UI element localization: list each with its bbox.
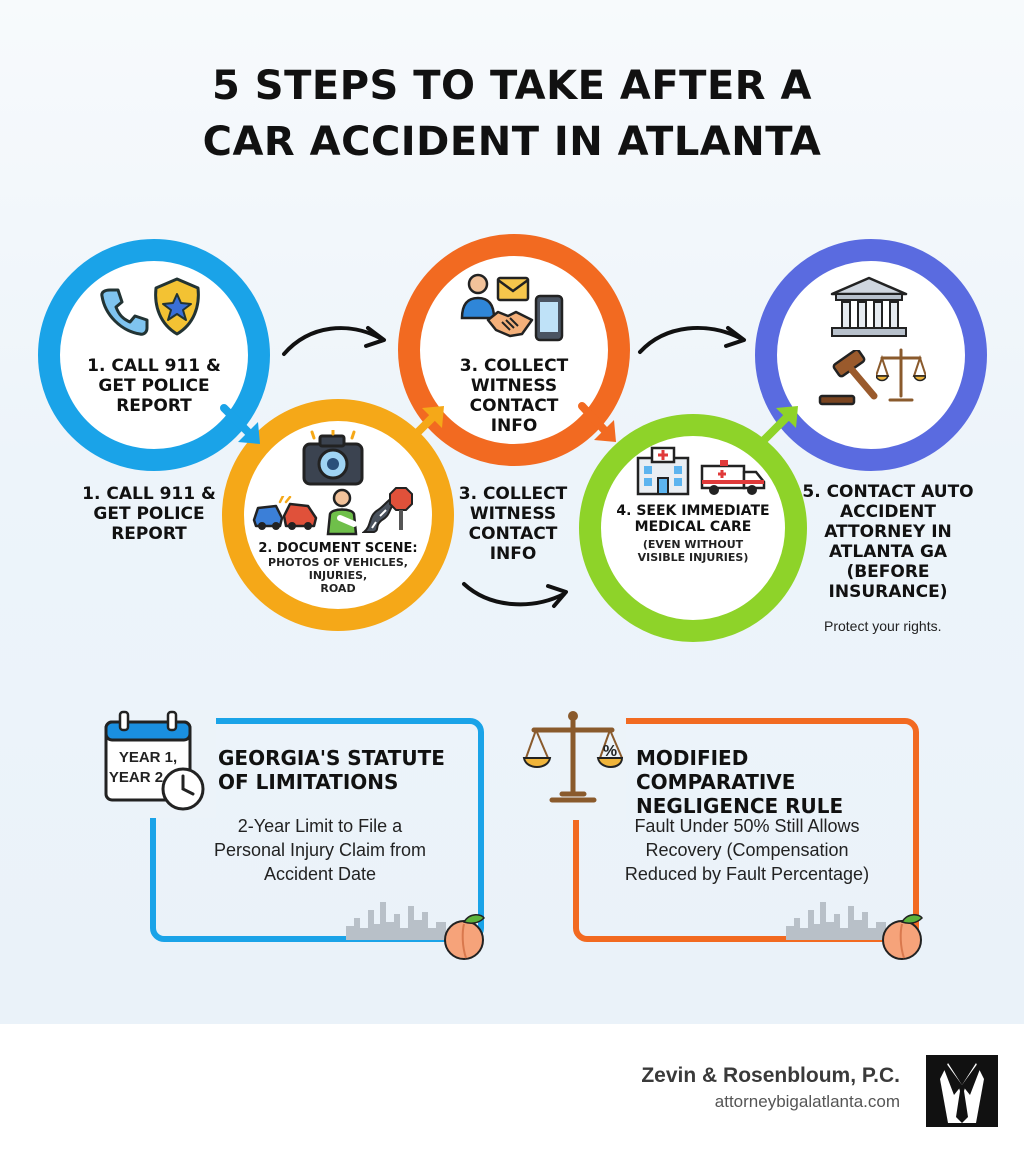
step-1-ring-line-3: REPORT — [116, 396, 192, 416]
skyline-icon — [346, 902, 446, 940]
step-1-side-label: 1. CALL 911 & GET POLICE REPORT — [76, 484, 222, 544]
person-icon — [460, 273, 496, 320]
courthouse-icon — [830, 276, 908, 337]
statute-body-line-3: Accident Date — [263, 864, 377, 884]
statute-card-body: 2-Year Limit to File a Personal Injury C… — [170, 814, 470, 886]
peach-icon-2 — [882, 914, 923, 960]
step-5-side-line-5: (BEFORE — [846, 562, 930, 582]
camera-icon — [302, 430, 364, 486]
step-5-side-label: 5. CONTACT AUTO ACCIDENT ATTORNEY IN ATL… — [800, 482, 976, 602]
step-2-ring-label: 2. DOCUMENT SCENE: — [258, 541, 418, 556]
step-1-ring-label: 1. CALL 911 & GET POLICE REPORT — [80, 356, 228, 416]
step-5-side-line-4: ATLANTA GA — [828, 542, 948, 562]
negligence-title-line-1: MODIFIED COMPARATIVE — [636, 746, 796, 794]
statute-card — [150, 718, 484, 942]
arrow-step2-to-step3 — [406, 406, 444, 444]
peach-icon — [444, 914, 485, 960]
step-3-side-line-4: INFO — [489, 544, 537, 564]
arrow-step4-to-step5 — [760, 406, 798, 444]
smartphone-icon — [534, 294, 564, 342]
title-line-2: CAR ACCIDENT IN ATLANTA — [202, 119, 822, 165]
suit-tie-logo-icon — [940, 1063, 984, 1123]
car-crash-icon — [252, 496, 318, 530]
step-2-ring-sub: PHOTOS OF VEHICLES, INJURIES, ROAD — [252, 556, 424, 595]
arrow-step3-to-step4 — [462, 582, 568, 608]
phone-icon — [100, 288, 149, 336]
step-2-sub-line-2: INJURIES, — [308, 569, 368, 582]
negligence-body-line-1: Fault Under 50% Still Allows — [634, 816, 860, 836]
negligence-card-title: MODIFIED COMPARATIVE NEGLIGENCE RULE — [636, 746, 912, 818]
step-3-ring — [398, 234, 630, 466]
step-3-side-line-2: WITNESS — [469, 504, 557, 524]
step-4-ring-line-2: MEDICAL CARE — [634, 519, 752, 535]
statute-title-line-1: GEORGIA'S STATUTE — [218, 746, 445, 770]
calendar-text-1: YEAR 1, — [119, 749, 177, 766]
negligence-card-body: Fault Under 50% Still Allows Recovery (C… — [590, 814, 904, 886]
footer — [0, 1024, 1024, 1154]
step-3-ring-line-4: INFO — [490, 416, 538, 436]
scales-percent-icon: % — [522, 711, 624, 803]
step-1-side-line-3: REPORT — [111, 524, 187, 544]
ambulance-icon — [700, 460, 766, 495]
hospital-icon — [636, 446, 690, 496]
step-5-side-line-1: 5. CONTACT AUTO — [802, 482, 974, 502]
arrow-step3-to-step5 — [638, 326, 746, 354]
statute-title-line-2: OF LIMITATIONS — [218, 770, 399, 794]
step-4-sub-line-2: VISIBLE INJURIES) — [637, 551, 749, 564]
step-3-ring-label: 3. COLLECT WITNESS CONTACT INFO — [440, 356, 588, 436]
step-2-sub-line-3: ROAD — [320, 582, 356, 595]
step-1-side-line-2: GET POLICE — [93, 504, 205, 524]
step-5-side-line-6: INSURANCE) — [828, 582, 948, 602]
negligence-card — [573, 718, 919, 942]
step-2-sub-line-1: PHOTOS OF VEHICLES, — [268, 556, 408, 569]
step-3-ring-line-2: WITNESS — [470, 376, 558, 396]
step-3-ring-line-3: CONTACT — [469, 396, 559, 416]
negligence-body-line-3: Reduced by Fault Percentage) — [624, 864, 870, 884]
handshake-icon — [486, 310, 534, 338]
firm-name: Zevin & Rosenbloum, P.C. — [641, 1064, 900, 1087]
scales-icon — [876, 348, 926, 402]
background — [0, 0, 1024, 1024]
step-1-side-line-1: 1. CALL 911 & — [82, 484, 216, 504]
page-title: 5 STEPS TO TAKE AFTER A CAR ACCIDENT IN … — [0, 58, 1024, 170]
step-3-side-label: 3. COLLECT WITNESS CONTACT INFO — [440, 484, 586, 564]
road-icon — [362, 496, 396, 533]
injured-person-icon — [326, 488, 358, 536]
step-5-side-line-3: ATTORNEY IN — [824, 522, 952, 542]
title-line-1: 5 STEPS TO TAKE AFTER A — [212, 63, 812, 109]
step-5-side-line-2: ACCIDENT — [840, 502, 936, 522]
statute-body-line-1: 2-Year Limit to File a — [237, 816, 403, 836]
scales-percent-text: % — [603, 743, 617, 760]
arrow-step3-to-step4-ring — [578, 402, 616, 442]
step-3-ring-line-1: 3. COLLECT — [459, 356, 569, 376]
gavel-icon — [818, 350, 878, 406]
step-5-note: Protect your rights. — [824, 618, 942, 634]
step-3-side-line-1: 3. COLLECT — [458, 484, 568, 504]
arrow-step1-to-step2 — [220, 404, 260, 444]
step-4-ring-line-1: 4. SEEK IMMEDIATE — [616, 503, 770, 519]
statute-body-line-2: Personal Injury Claim from — [213, 840, 427, 860]
negligence-title-line-2: NEGLIGENCE RULE — [636, 794, 844, 818]
step-1-ring-line-1: 1. CALL 911 & — [87, 356, 221, 376]
arrow-step1-to-step3 — [282, 326, 386, 356]
step-4-ring-sub: (EVEN WITHOUT VISIBLE INJURIES) — [604, 538, 782, 564]
envelope-icon — [496, 276, 530, 302]
step-4-sub-line-1: (EVEN WITHOUT — [642, 538, 744, 551]
statute-card-title: GEORGIA'S STATUTE OF LIMITATIONS — [218, 746, 458, 794]
firm-logo — [926, 1055, 998, 1127]
step-4-ring-label: 4. SEEK IMMEDIATE MEDICAL CARE — [604, 503, 782, 535]
stop-sign-icon — [389, 487, 413, 530]
negligence-body-line-2: Recovery (Compensation — [645, 840, 849, 860]
calendar-text-2: YEAR 2 — [109, 769, 163, 786]
police-badge-icon — [154, 277, 200, 336]
clock-icon — [161, 767, 205, 811]
firm-url-link[interactable]: attorneybigalatlanta.com — [714, 1092, 900, 1111]
step-1-ring-line-2: GET POLICE — [98, 376, 210, 396]
step-3-side-line-3: CONTACT — [468, 524, 558, 544]
skyline-icon-2 — [786, 902, 886, 940]
